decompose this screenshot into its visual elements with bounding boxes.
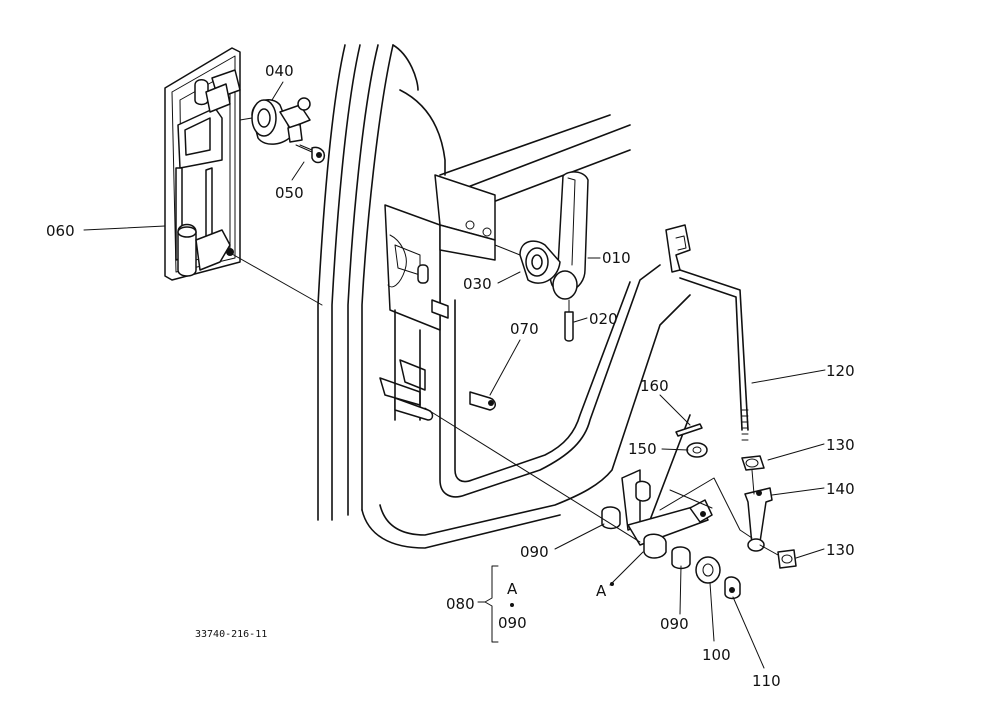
washer-150 [686,442,708,458]
callout-010: 010 [602,249,631,267]
lever-arm-a [621,469,713,559]
outer-handle-010 [549,171,589,300]
callout-130-upper: 130 [826,436,855,454]
bushing-090-upper [601,506,621,530]
callout-040: 040 [265,62,294,80]
rod-120 [665,224,749,441]
callout-100: 100 [702,646,731,664]
screw-050 [295,144,326,164]
group-080-letter: A [507,580,518,598]
screw-070 [469,391,496,411]
detail-marker-a: A [596,582,607,600]
callout-070: 070 [510,320,539,338]
callout-150: 150 [628,440,657,458]
group-080-part: 090 [498,614,527,632]
washer-100 [695,556,721,584]
latch-bracket [379,174,496,421]
group-080-dot [510,603,514,607]
callout-130-lower: 130 [826,541,855,559]
pin-160 [675,423,703,437]
joint-140 [744,487,773,552]
pin-020 [564,311,574,342]
clip-110 [724,576,741,600]
nut-130-lower [777,549,797,569]
callout-090-lower: 090 [660,615,689,633]
collar-030 [519,240,561,284]
spring-cylinder-040 [251,97,311,145]
callout-090-upper: 090 [520,543,549,561]
nut-130-upper [741,455,765,471]
callout-020: 020 [589,310,618,328]
detail-marker-dot [610,582,614,586]
inner-handle-assembly [164,47,241,281]
callout-110: 110 [752,672,781,690]
assembly-lines [231,117,779,556]
callout-leaders [83,81,826,669]
callout-030: 030 [463,275,492,293]
drawing-number: 33740-216-11 [195,629,267,640]
bushing-090-lower [671,546,691,570]
callout-050: 050 [275,184,304,202]
callout-060: 060 [46,222,75,240]
callout-labels: 040 050 060 010 030 020 070 120 160 150 … [46,62,855,690]
callout-140: 140 [826,480,855,498]
callout-120: 120 [826,362,855,380]
callout-160: 160 [640,377,669,395]
callout-080: 080 [446,595,475,613]
